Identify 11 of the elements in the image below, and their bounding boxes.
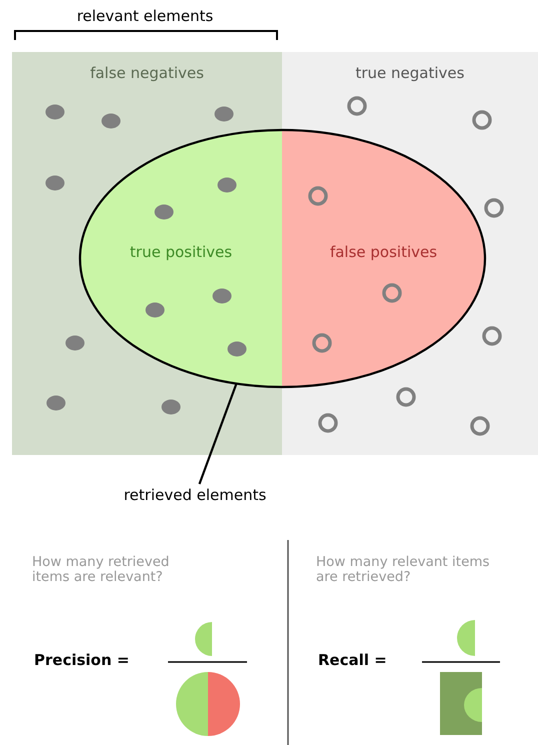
- region-label: true positives: [128, 243, 234, 261]
- question-text: How many relevant items are retrieved?: [316, 555, 491, 585]
- leader-line: [198, 383, 238, 484]
- region-title: false negatives: [89, 64, 205, 82]
- region-title: true negatives: [354, 64, 466, 82]
- formula-label: Recall =: [318, 652, 388, 668]
- region-label: false positives: [328, 243, 438, 261]
- bracket-label: relevant elements: [76, 8, 214, 24]
- caption-text: retrieved elements: [122, 486, 268, 504]
- question-text: How many retrieved items are relevant?: [32, 555, 170, 585]
- formula-label: Precision =: [34, 652, 130, 668]
